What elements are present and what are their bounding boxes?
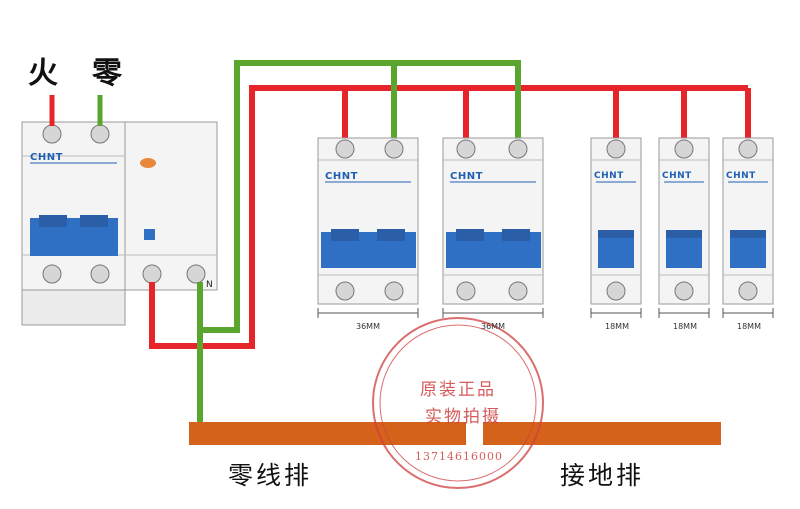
ground-bar-label: 接地排 <box>560 461 645 490</box>
width-label-2p-2: 36MM <box>481 322 505 331</box>
bus-bars <box>189 422 721 445</box>
brand-1p-1: CHNT <box>594 171 624 181</box>
stamp-phone: 13714616000 <box>415 450 503 463</box>
width-label-2p-1: 36MM <box>356 322 380 331</box>
width-label-1p-3: 18MM <box>737 322 761 331</box>
breaker-2p-1 <box>317 137 419 305</box>
brand-main: CHNT <box>30 152 63 163</box>
stamp-line-1: 原装正品 <box>420 380 496 400</box>
input-wires <box>49 95 103 126</box>
brand-2p-1: CHNT <box>325 171 358 182</box>
width-label-1p-1: 18MM <box>605 322 629 331</box>
stamp-line-2: 实物拍摄 <box>425 407 501 427</box>
breaker-1p-2 <box>658 137 710 305</box>
width-label-1p-2: 18MM <box>673 322 697 331</box>
live-wire-network <box>149 85 751 349</box>
breaker-1p-1 <box>590 137 642 305</box>
breaker-2p-2 <box>442 137 544 305</box>
neutral-terminal-mark: N <box>206 280 213 290</box>
neutral-wire-network <box>197 60 521 433</box>
neutral-bar-label: 零线排 <box>228 461 313 490</box>
neutral-label: 零 <box>92 56 124 91</box>
brand-1p-2: CHNT <box>662 171 692 181</box>
seal-stamp <box>372 317 544 489</box>
brand-2p-2: CHNT <box>450 171 483 182</box>
dimension-marks <box>317 308 774 318</box>
breaker-1p-3 <box>722 137 774 305</box>
brand-1p-3: CHNT <box>726 171 756 181</box>
main-rcd <box>21 121 218 326</box>
live-label: 火 <box>28 56 60 91</box>
